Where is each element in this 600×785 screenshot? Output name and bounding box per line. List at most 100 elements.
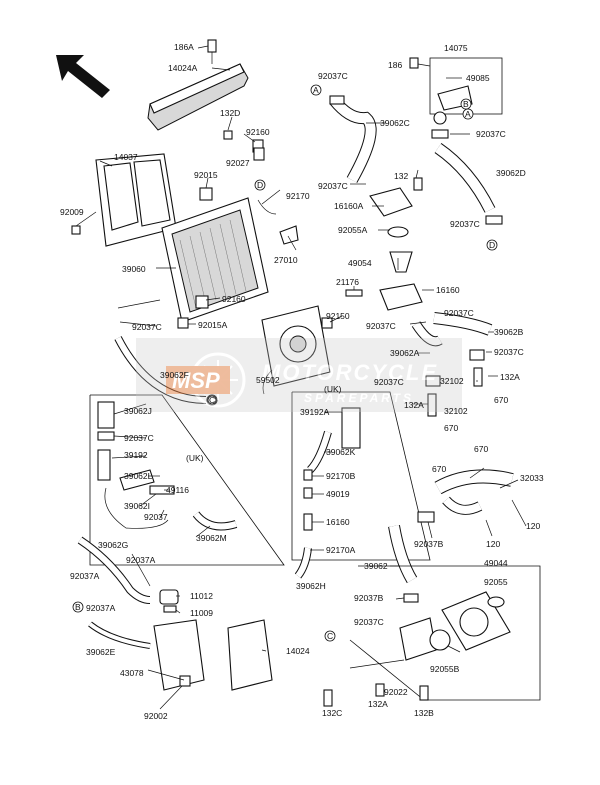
bolt-92150	[321, 317, 333, 329]
bolt-132b	[419, 685, 429, 701]
label-39060: 39060	[122, 264, 146, 274]
clamp-upper	[433, 111, 447, 125]
o-ring-92055	[487, 596, 505, 608]
label-39062j: 39062J	[124, 406, 152, 416]
leader-lines	[75, 45, 527, 710]
label-39062b: 39062B	[494, 327, 524, 337]
label-11009: 11009	[190, 608, 213, 618]
label-39062e: 39062E	[86, 647, 116, 657]
ref-marker-b: B	[460, 98, 472, 110]
bolt-132d	[223, 130, 233, 140]
label-92037ac: 92037A	[86, 603, 116, 613]
label-32102a: 32102	[440, 376, 464, 386]
watermark-line1: MOTORCYCLE	[262, 360, 438, 385]
grommet-92015	[199, 187, 213, 201]
label-16160b: 16160	[326, 517, 350, 527]
label-49019: 49019	[326, 489, 350, 499]
label-670b: 670	[444, 423, 458, 433]
label-49044: 49044	[484, 558, 508, 568]
radiator-shroud	[95, 153, 177, 247]
watermark-line2: SPAREPARTS	[304, 391, 414, 405]
label-92037ab: 92037A	[70, 571, 100, 581]
label-59502: 59502	[256, 375, 280, 385]
label-32102b: 32102	[444, 406, 468, 416]
label-92160b: 92160	[222, 294, 246, 304]
ref-marker-a2: A	[462, 108, 474, 120]
label-92160a: 92160	[246, 127, 270, 137]
label-132a: 132	[394, 171, 408, 181]
clip-92170b	[303, 469, 313, 481]
pipe-39062j	[97, 401, 115, 429]
svg-text:C: C	[327, 631, 333, 641]
label-670a: 670	[494, 395, 508, 405]
hose-39062l	[119, 469, 155, 491]
grommet-92015a	[177, 317, 189, 329]
clamp-92037c	[97, 431, 115, 441]
ref-marker-b2: B	[72, 601, 84, 613]
label-14024: 14024	[286, 646, 310, 656]
front-arrow-icon	[56, 55, 110, 98]
label-132ab: 132A	[404, 400, 424, 410]
svg-text:C: C	[209, 395, 215, 405]
clamp-92037b-pump	[403, 593, 419, 603]
svg-text:D: D	[257, 180, 263, 190]
label-186a: 186A	[174, 42, 194, 52]
label-132b: 132B	[414, 708, 434, 718]
label-39062k: 39062K	[326, 447, 356, 457]
svg-text:B: B	[463, 99, 469, 109]
label-92170a: 92170A	[326, 545, 356, 555]
label-39062g: 39062G	[98, 540, 128, 550]
ref-marker-c2: C	[207, 395, 217, 405]
clamp-92037c-right	[431, 129, 449, 139]
label-186: 186	[388, 60, 402, 70]
bolt-92009	[71, 225, 81, 235]
label-670c: 670	[474, 444, 488, 454]
label-92009: 92009	[60, 207, 84, 217]
label-39062c: 39062C	[380, 118, 410, 128]
label-92055a: 92055A	[338, 225, 368, 235]
svg-text:D: D	[489, 240, 495, 250]
fitting-32102b	[427, 393, 437, 417]
fitting-32102a	[473, 367, 483, 387]
thermostat-cover	[369, 187, 413, 217]
ref-marker-d2: D	[486, 239, 498, 251]
label-uk-b: (UK)	[324, 384, 342, 394]
label-92037cc: 92037C	[318, 71, 348, 81]
clamp-92037c-top	[329, 95, 345, 105]
label-92037cf: 92037C	[450, 219, 480, 229]
label-49116: 49116	[166, 485, 189, 495]
label-92015: 92015	[194, 170, 218, 180]
label-16160a2: 16160	[436, 285, 460, 295]
label-92037ce: 92037C	[318, 181, 348, 191]
label-132d: 132D	[220, 108, 240, 118]
label-39062h: 39062H	[296, 581, 326, 591]
watermark-brand: MSP	[172, 368, 220, 393]
label-92055b: 92055B	[430, 664, 460, 674]
label-14075: 14075	[444, 43, 468, 53]
label-39192a2: 39192A	[300, 407, 330, 417]
label-670d: 670	[432, 464, 446, 474]
fitting-49019	[303, 487, 313, 499]
label-92037aa: 92037A	[126, 555, 156, 565]
svg-text:A: A	[313, 85, 319, 95]
label-21176: 21176	[336, 277, 359, 287]
clamp-92037b	[417, 511, 435, 523]
label-92150: 92150	[326, 311, 350, 321]
reservoir-cover	[227, 619, 273, 691]
label-32033: 32033	[520, 473, 544, 483]
bolt-186	[409, 57, 419, 69]
label-92037cg: 92037C	[444, 308, 474, 318]
sensor-21176	[345, 289, 363, 297]
label-39062f: 39062F	[160, 370, 189, 380]
label-120b: 120	[486, 539, 500, 549]
fan-switch-27010	[279, 225, 299, 245]
svg-text:A: A	[465, 109, 471, 119]
label-27010: 27010	[274, 255, 298, 265]
bolt-132	[413, 177, 423, 191]
label-92037ba: 92037B	[354, 593, 384, 603]
label-43078: 43078	[120, 668, 144, 678]
label-39192a: 39192	[124, 450, 148, 460]
bolt-132a	[375, 683, 385, 697]
label-14024a: 14024A	[168, 63, 198, 73]
